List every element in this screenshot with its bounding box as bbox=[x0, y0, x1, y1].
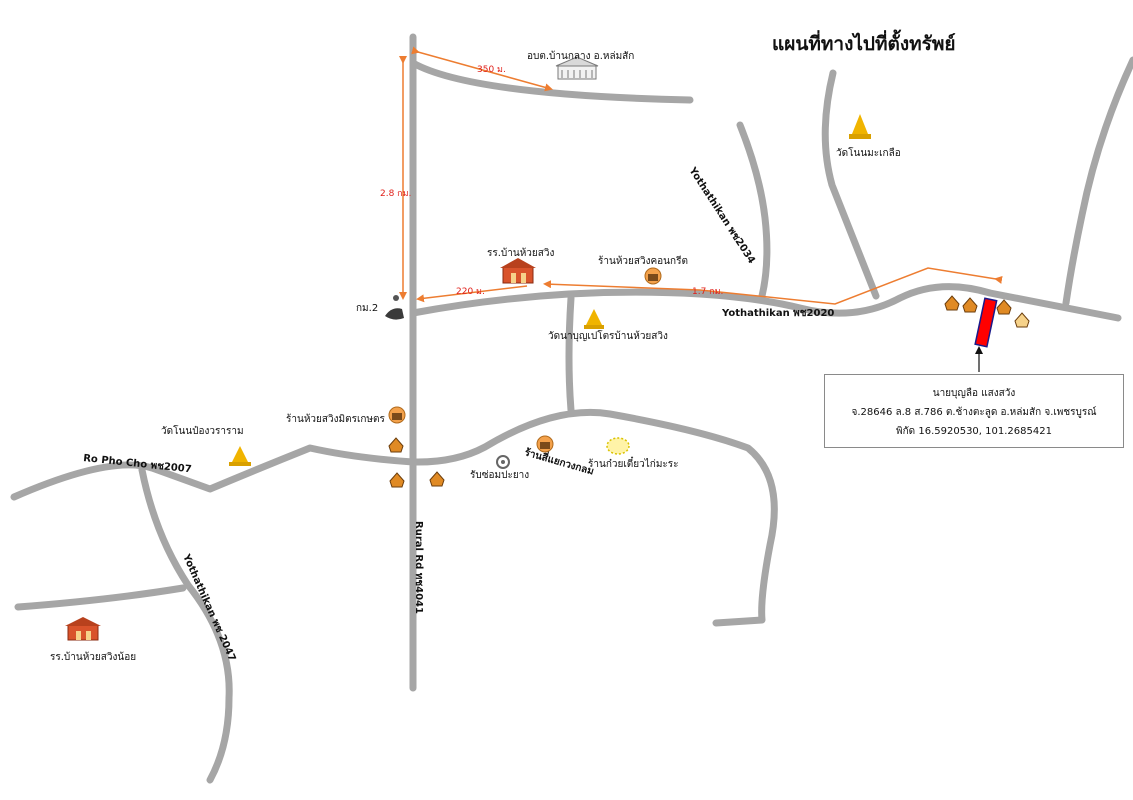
label-school-huai-sawing: รร.บ้านห้วยสวิง bbox=[487, 247, 555, 259]
distance-350m: 350 ม. bbox=[477, 65, 506, 75]
shop-icon bbox=[644, 267, 662, 285]
road-label-ro-pho-cho-2007: Ro Pho Cho พช2007 bbox=[83, 453, 192, 475]
route-lines bbox=[399, 46, 1003, 305]
house-icon bbox=[996, 299, 1012, 315]
property-owner: นายบุญลือ แสงสวัง bbox=[932, 388, 1016, 399]
label-shop-concrete: ร้านห้วยสวิงคอนกรีต bbox=[598, 255, 688, 267]
distance-1-7km: 1.7 กม. bbox=[692, 287, 723, 297]
label-repair-shop: รับซ่อมปะยาง bbox=[470, 470, 529, 481]
label-wat-non-pong: วัดโนนป๋องวราราม bbox=[161, 424, 244, 437]
route-arrow-220m bbox=[416, 285, 528, 303]
noodle-shop-icon bbox=[606, 437, 630, 455]
map-title: แผนที่ทางไปที่ตั้งทรัพย์ bbox=[772, 29, 956, 55]
road-label-side-road: ร้านสี่แยกวงกลม bbox=[523, 444, 596, 477]
property-deed: จ.28646 ล.8 ส.786 ต.ช้างตะลูด อ.หล่มสัก … bbox=[851, 407, 1097, 418]
road-to-obt bbox=[409, 59, 694, 104]
road-label-yothathikan-2020: Yothathikan พช2020 bbox=[721, 308, 834, 319]
government-building-icon bbox=[555, 56, 599, 80]
road-yothathikan-2034 bbox=[736, 121, 771, 300]
road-yothathikan-2047 bbox=[138, 466, 233, 784]
road-label-yothathikan-2034: Yothathikan พช2034 bbox=[686, 165, 757, 266]
pagoda-icon bbox=[229, 446, 251, 466]
school-icon bbox=[65, 617, 101, 641]
house-icon bbox=[388, 437, 404, 453]
road-connector bbox=[565, 294, 575, 414]
label-noodle-shop: ร้านก๋วยเตี๋ยวไก่มะระ bbox=[588, 456, 679, 470]
property-info-box: นายบุญลือ แสงสวัง จ.28646 ล.8 ส.786 ต.ช้… bbox=[824, 374, 1124, 448]
target-property-icon bbox=[974, 297, 998, 348]
label-wat-nong-makluea: วัดโนนมะเกลือ bbox=[836, 146, 901, 159]
kilometer-marker-icon bbox=[385, 295, 404, 320]
road-west-branch bbox=[14, 584, 187, 611]
distance-2-8km: 2.8 กม. bbox=[380, 189, 411, 199]
shop-icon bbox=[536, 435, 554, 453]
label-school-huai-sawing-noi: รร.บ้านห้วยสวิงน้อย bbox=[50, 651, 136, 663]
route-arrow-1-7km bbox=[543, 267, 1003, 305]
label-obt: อบต.บ้านกลาง อ.หล่มสัก bbox=[527, 50, 634, 62]
label-shop-mit: ร้านห้วยสวิงมิตรเกษตร bbox=[286, 413, 386, 425]
road-label-yothathikan-2047: Yothathikan พช 2047 bbox=[180, 552, 238, 663]
tire-repair-icon bbox=[496, 455, 510, 469]
road-east-north bbox=[1062, 56, 1133, 307]
house-icon bbox=[1014, 312, 1030, 328]
distance-220m: 220 ม. bbox=[456, 287, 485, 297]
school-icon bbox=[500, 258, 536, 284]
shop-icon bbox=[388, 406, 406, 424]
road-to-wat-nong-makluea bbox=[821, 69, 880, 300]
pagoda-icon bbox=[849, 114, 871, 139]
label-km2: กม.2 bbox=[356, 303, 378, 314]
route-arrow-350m bbox=[411, 46, 553, 92]
house-icon bbox=[944, 295, 960, 311]
road-ro-pho-cho-2007 bbox=[10, 408, 778, 627]
road-label-rural-4041: Rural Rd ทช4041 bbox=[413, 521, 424, 614]
house-icon bbox=[389, 472, 405, 488]
property-coordinates: พิกัด 16.5920530, 101.2685421 bbox=[896, 426, 1052, 437]
road-yothathikan-2020 bbox=[409, 283, 1122, 322]
pagoda-icon bbox=[584, 309, 604, 329]
label-wat-nabun: วัดนาบุญเปโตรบ้านห้วยสวิง bbox=[548, 329, 668, 342]
road-network bbox=[10, 33, 1133, 784]
house-icon bbox=[962, 297, 978, 313]
house-icon bbox=[429, 471, 445, 487]
